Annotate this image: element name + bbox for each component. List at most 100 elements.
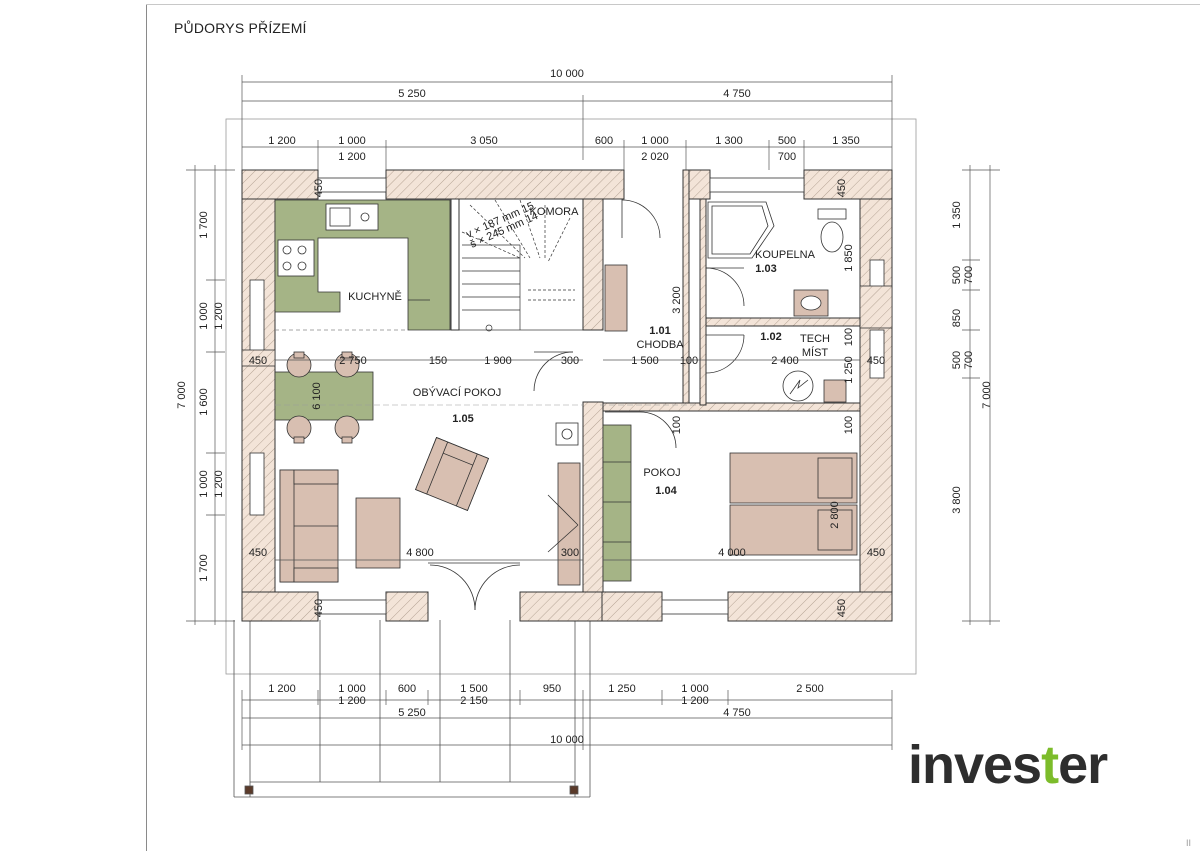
exterior-walls xyxy=(241,169,893,622)
dim-100-v3: 100 xyxy=(843,416,855,434)
dim-top-seg-3: 3 050 xyxy=(470,135,498,147)
room-komora-name: KOMORA xyxy=(530,206,580,218)
dim-top-seg-5: 1 000 xyxy=(641,135,669,147)
dim-wall-right: 450 xyxy=(867,355,885,367)
dim-left-sub-2: 1 200 xyxy=(213,470,225,498)
dim-tech-1250: 1 250 xyxy=(843,356,855,384)
room-kuchyne-name: KUCHYNĚ xyxy=(348,290,402,303)
invester-logo: invester xyxy=(908,735,1108,795)
dim-kitchen-width: 2 750 xyxy=(339,355,367,367)
roof-outline xyxy=(225,118,917,675)
dim-right-seg-5: 3 800 xyxy=(951,486,963,514)
dim-top-left-half: 5 250 xyxy=(398,88,426,100)
dim-hall-1500: 1 500 xyxy=(631,355,659,367)
windows xyxy=(241,177,893,615)
dim-left-sub-1: 1 200 xyxy=(213,302,225,330)
dimension-lines xyxy=(186,75,1000,750)
room-tech-number: 1.02 xyxy=(760,331,781,343)
room-pokoj-name: POKOJ xyxy=(643,467,680,479)
dim-right-seg-2: 500 xyxy=(951,266,963,284)
dim-top-sub-3: 700 xyxy=(778,151,796,163)
dim-left-seg-2: 1 000 xyxy=(198,302,210,330)
doors xyxy=(428,199,745,611)
bathroom-fixtures xyxy=(707,201,847,317)
hall-cabinet xyxy=(604,264,628,332)
dim-100: 100 xyxy=(680,355,698,367)
dim-right-seg-4: 500 xyxy=(951,351,963,369)
dim-wall-left: 450 xyxy=(249,355,267,367)
logo-text-accent: t xyxy=(1041,735,1059,795)
dim-top-seg-1: 1 200 xyxy=(268,135,296,147)
dim-top-sub-1: 1 200 xyxy=(338,151,366,163)
dim-bottom-seg-1: 1 200 xyxy=(268,683,296,695)
room-pokoj-number: 1.04 xyxy=(655,485,677,497)
dim-bottom-seg-5: 950 xyxy=(543,683,561,695)
dim-bottom-overall: 10 000 xyxy=(550,734,584,746)
dim-300: 300 xyxy=(561,355,579,367)
dim-left-seg-5: 1 700 xyxy=(198,554,210,582)
dim-bath-1850: 1 850 xyxy=(843,244,855,272)
dim-bottom-seg-7: 1 000 xyxy=(681,683,709,695)
dim-100-v: 100 xyxy=(671,416,683,434)
tech-fixtures xyxy=(782,370,847,403)
dim-100-v2: 100 xyxy=(843,328,855,346)
room-chodba-name: CHODBA xyxy=(636,339,684,351)
dim-top-seg-6: 1 300 xyxy=(715,135,743,147)
dim-right-sub-1: 700 xyxy=(963,266,975,284)
room-obyvaci-name: OBÝVACÍ POKOJ xyxy=(413,386,501,399)
room-tech-name: TECH xyxy=(800,333,830,345)
dim-living-4800: 4 800 xyxy=(406,547,434,559)
dim-top-overall: 10 000 xyxy=(550,68,584,80)
dim-right-seg-1: 1 350 xyxy=(951,201,963,229)
dim-bottom-seg-4: 1 500 xyxy=(460,683,488,695)
dim-room-2800: 2 800 xyxy=(829,501,841,529)
cooktop xyxy=(277,239,315,277)
dim-top-seg-8: 1 350 xyxy=(832,135,860,147)
room-koupelna-number: 1.03 xyxy=(755,263,776,275)
room-obyvaci-number: 1.05 xyxy=(452,413,473,425)
dim-bottom-sub-3: 1 200 xyxy=(681,695,709,707)
sheet-frame-top xyxy=(146,4,1200,5)
sheet-frame-left xyxy=(146,4,147,851)
dim-wall-left-low: 450 xyxy=(249,547,267,559)
dining-set xyxy=(274,351,374,444)
dim-bottom-left-half: 5 250 xyxy=(398,707,426,719)
room-tech-name2: MÍST xyxy=(802,346,829,359)
dim-150: 150 xyxy=(429,355,447,367)
dim-bottom-seg-8: 2 500 xyxy=(796,683,824,695)
dim-bottom-seg-3: 600 xyxy=(398,683,416,695)
dim-bottom-seg-6: 1 250 xyxy=(608,683,636,695)
staircase xyxy=(458,198,584,332)
dim-right-sub-2: 700 xyxy=(963,351,975,369)
dim-bottom-sub-2: 2 150 xyxy=(460,695,488,707)
dim-wall-top-right: 450 xyxy=(836,179,848,197)
dim-bottom-sub-1: 1 200 xyxy=(338,695,366,707)
dim-300-low: 300 xyxy=(561,547,579,559)
dim-tech-2400: 2 400 xyxy=(771,355,799,367)
dim-wall-bottom: 450 xyxy=(313,599,325,617)
dim-left-seg-1: 1 700 xyxy=(198,211,210,239)
dim-left-seg-4: 1 000 xyxy=(198,470,210,498)
dim-wall-right-low: 450 xyxy=(867,547,885,559)
dim-room-4000: 4 000 xyxy=(718,547,746,559)
dim-living-6100: 6 100 xyxy=(311,382,323,410)
sheet-title: PŮDORYS PŘÍZEMÍ xyxy=(174,20,307,36)
dim-right-overall: 7 000 xyxy=(981,381,993,409)
dim-top-seg-4: 600 xyxy=(595,135,613,147)
dim-left-overall: 7 000 xyxy=(176,381,188,409)
room-koupelna-name: KOUPELNA xyxy=(755,249,816,261)
dim-bottom-right-half: 4 750 xyxy=(723,707,751,719)
corner-mark: II xyxy=(1186,838,1192,848)
logo-text-1: inves xyxy=(908,735,1042,795)
dim-left-seg-3: 1 600 xyxy=(198,388,210,416)
kitchen-counter xyxy=(274,199,451,331)
dim-bottom-seg-2: 1 000 xyxy=(338,683,366,695)
dim-hall-3200: 3 200 xyxy=(671,286,683,314)
dim-top-sub-2: 2 020 xyxy=(641,151,669,163)
room-chodba-number: 1.01 xyxy=(649,325,670,337)
terrace xyxy=(233,620,591,798)
dim-top-seg-2: 1 000 xyxy=(338,135,366,147)
logo-text-2: er xyxy=(1058,735,1108,795)
